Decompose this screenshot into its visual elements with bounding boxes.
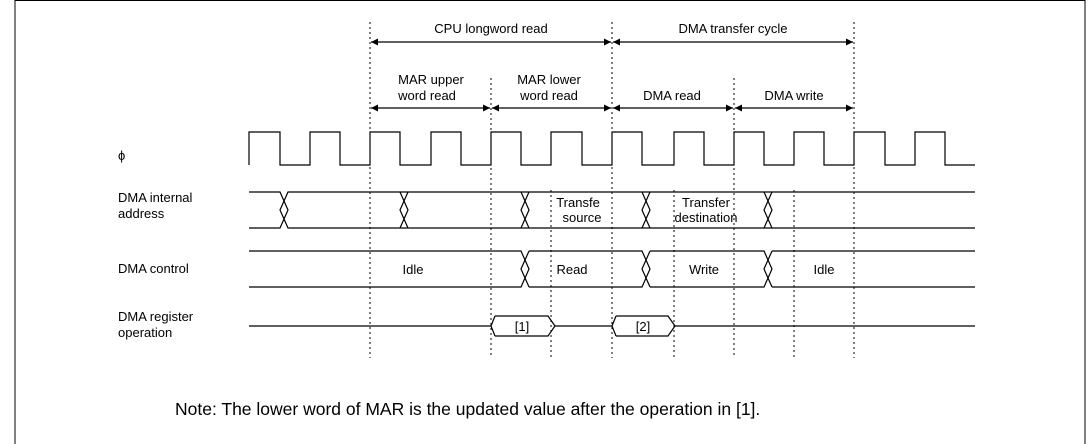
dma-write-label: DMA write	[764, 88, 823, 103]
dma-transfer-cycle-label: DMA transfer cycle	[678, 21, 787, 36]
operation-2-label: [2]	[636, 319, 650, 334]
mar-upper-label: MAR upper	[398, 72, 464, 87]
operation-1-label: [1]	[515, 319, 529, 334]
signal-labels: ϕ DMA internal address DMA control DMA r…	[118, 148, 194, 340]
dma-control-waveform	[249, 250, 975, 288]
transfer-destination-label-2: destination	[675, 210, 738, 225]
register-op-label-2: operation	[118, 325, 172, 340]
mar-lower-label: MAR lower	[517, 72, 581, 87]
mar-lower-label-2: word read	[519, 88, 578, 103]
dma-control-label: DMA control	[118, 261, 189, 276]
figure-frame	[14, 0, 1086, 444]
phase-labels: CPU longword read DMA transfer cycle MAR…	[397, 21, 824, 103]
register-op-label: DMA register	[118, 309, 194, 324]
dma-read-label: DMA read	[643, 88, 701, 103]
footnote: Note: The lower word of MAR is the updat…	[175, 399, 760, 419]
register-op-waveform	[249, 315, 975, 337]
internal-address-values: Transfe source Transfer destination	[556, 195, 737, 225]
mar-upper-label-2: word read	[397, 88, 456, 103]
phi-label: ϕ	[118, 148, 125, 163]
transfer-source-label-2: source	[562, 210, 601, 225]
phase-arrows	[371, 38, 853, 112]
write-state: Write	[689, 262, 719, 277]
transfer-destination-label: Transfer	[682, 195, 731, 210]
transfer-source-label: Transfe	[556, 195, 600, 210]
idle-state-1: Idle	[403, 262, 424, 277]
read-state: Read	[556, 262, 587, 277]
timing-guides	[369, 22, 855, 358]
dma-control-values: Idle Read Write Idle	[403, 262, 835, 277]
register-op-values: [1] [2]	[515, 319, 650, 334]
cpu-longword-read-label: CPU longword read	[434, 21, 547, 36]
phi-clock-waveform	[248, 131, 975, 166]
internal-address-label-2: address	[118, 206, 165, 221]
internal-address-label: DMA internal	[118, 190, 193, 205]
idle-state-2: Idle	[814, 262, 835, 277]
internal-address-waveform	[249, 191, 975, 229]
